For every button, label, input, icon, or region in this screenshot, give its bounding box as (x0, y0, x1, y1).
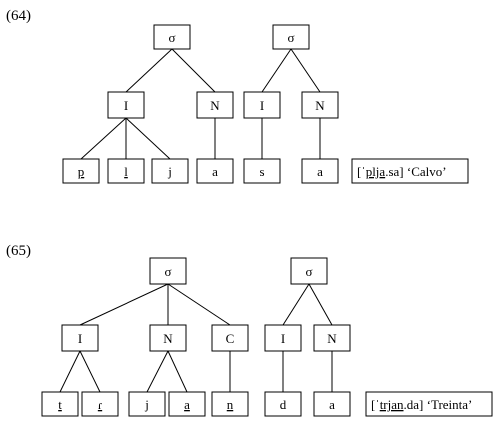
constituent-node: I (264, 324, 302, 352)
tree-edge (146, 350, 169, 393)
svg-text:j: j (167, 164, 172, 179)
svg-text:I: I (281, 331, 285, 346)
svg-text:N: N (315, 98, 325, 113)
svg-text:ɾ: ɾ (98, 397, 102, 412)
tree-edge (167, 283, 231, 326)
svg-text:σ: σ (168, 30, 175, 45)
segment-node: p (62, 158, 100, 184)
tree-edge (167, 350, 188, 393)
gloss-box: [ˈtrjan.da] ‘Treinta’ (365, 391, 493, 417)
svg-text:N: N (163, 331, 173, 346)
svg-text:a: a (184, 397, 190, 412)
example-number: (65) (6, 243, 31, 259)
gloss-box: [ˈplja.sa] ‘Calvo’ (351, 158, 469, 184)
edges (59, 48, 333, 393)
segment-node: j (151, 158, 189, 184)
constituent-node: C (211, 324, 249, 352)
svg-text:d: d (280, 397, 287, 412)
constituent-node: N (149, 324, 187, 352)
gloss-text: [ˈtrjan.da] ‘Treinta’ (371, 397, 472, 412)
syllable-node: σ (290, 257, 328, 285)
svg-text:σ: σ (164, 264, 171, 279)
tree-edge (125, 117, 171, 160)
tree-edge (79, 350, 101, 393)
segment-node: a (313, 391, 351, 417)
segment-node: t (41, 391, 79, 417)
svg-text:I: I (78, 331, 82, 346)
tree-edge (79, 283, 169, 326)
svg-text:n: n (227, 397, 234, 412)
constituent-node: N (301, 91, 339, 119)
segment-node: d (264, 391, 302, 417)
constituent-node: I (61, 324, 99, 352)
svg-text:p: p (78, 164, 85, 179)
tree-edge (290, 48, 321, 93)
gloss-text: [ˈplja.sa] ‘Calvo’ (357, 164, 447, 179)
tree-edge (261, 48, 292, 93)
svg-text:l: l (124, 164, 128, 179)
segment-node: n (211, 391, 249, 417)
segment-node: l (107, 158, 145, 184)
segment-node: a (196, 158, 234, 184)
nodes: σ σ I N I N (41, 24, 493, 417)
syllable-node: σ (149, 257, 187, 285)
segment-node: j (128, 391, 166, 417)
svg-text:a: a (329, 397, 335, 412)
syllable-node: σ (272, 24, 310, 50)
svg-text:C: C (226, 331, 235, 346)
constituent-node: N (313, 324, 351, 352)
svg-text:σ: σ (287, 30, 294, 45)
segment-node: s (243, 158, 281, 184)
tree-edge (59, 350, 81, 393)
segment-node: ɾ (81, 391, 119, 417)
constituent-node: N (196, 91, 234, 119)
constituent-node: I (107, 91, 145, 119)
tree-edge (282, 283, 310, 326)
tree-edge (171, 48, 216, 93)
svg-text:s: s (259, 164, 264, 179)
svg-text:σ: σ (305, 264, 312, 279)
svg-text:I: I (124, 98, 128, 113)
segment-node: a (168, 391, 206, 417)
tree-edge (308, 283, 333, 326)
example-number: (64) (6, 8, 31, 24)
svg-text:N: N (327, 331, 337, 346)
segment-node: a (301, 158, 339, 184)
svg-text:a: a (212, 164, 218, 179)
svg-text:t: t (58, 397, 62, 412)
tree-edge (80, 117, 127, 160)
svg-text:I: I (260, 98, 264, 113)
svg-text:N: N (210, 98, 220, 113)
syllable-node: σ (153, 24, 191, 50)
svg-text:j: j (144, 397, 149, 412)
tree-edge (125, 48, 173, 93)
constituent-node: I (243, 91, 281, 119)
svg-text:a: a (317, 164, 323, 179)
